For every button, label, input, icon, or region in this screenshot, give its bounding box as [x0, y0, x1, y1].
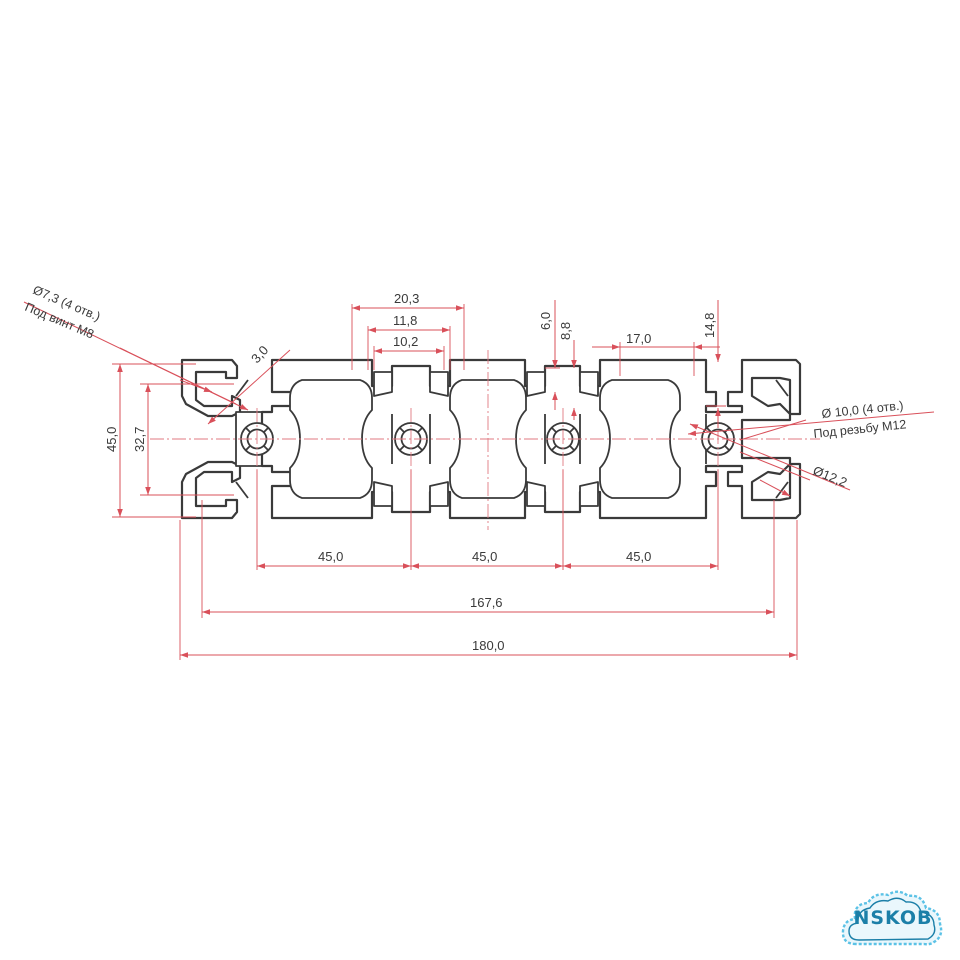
- center-lines: [150, 350, 820, 530]
- label-d32-7: 32,7: [132, 427, 147, 452]
- label-d6-0: 6,0: [538, 312, 553, 330]
- label-d167-6: 167,6: [470, 595, 503, 610]
- label-d3-0: 3,0: [248, 343, 271, 366]
- label-d14-8: 14,8: [702, 313, 717, 338]
- label-d10-2: 10,2: [393, 334, 418, 349]
- label-d17-0: 17,0: [626, 331, 651, 346]
- label-d180-0: 180,0: [472, 638, 505, 653]
- dimension-lines: [23, 300, 935, 660]
- label-pitch-1: 45,0: [318, 549, 343, 564]
- label-d12-2: Ø12,2: [811, 463, 849, 490]
- label-note-m12: Под резьбу М12: [813, 417, 907, 441]
- cloud-icon: [841, 890, 943, 946]
- label-d20-3: 20,3: [394, 291, 419, 306]
- label-d11-8: 11,8: [393, 313, 417, 328]
- label-pitch-2: 45,0: [472, 549, 497, 564]
- watermark-logo: NSKOB: [838, 886, 948, 952]
- label-d10-0: Ø 10,0 (4 отв.): [821, 398, 904, 421]
- label-pitch-3: 45,0: [626, 549, 651, 564]
- label-d45-0-vertical: 45,0: [104, 427, 119, 452]
- label-d8-8: 8,8: [558, 322, 573, 340]
- logo-text: NSKOB: [853, 907, 933, 929]
